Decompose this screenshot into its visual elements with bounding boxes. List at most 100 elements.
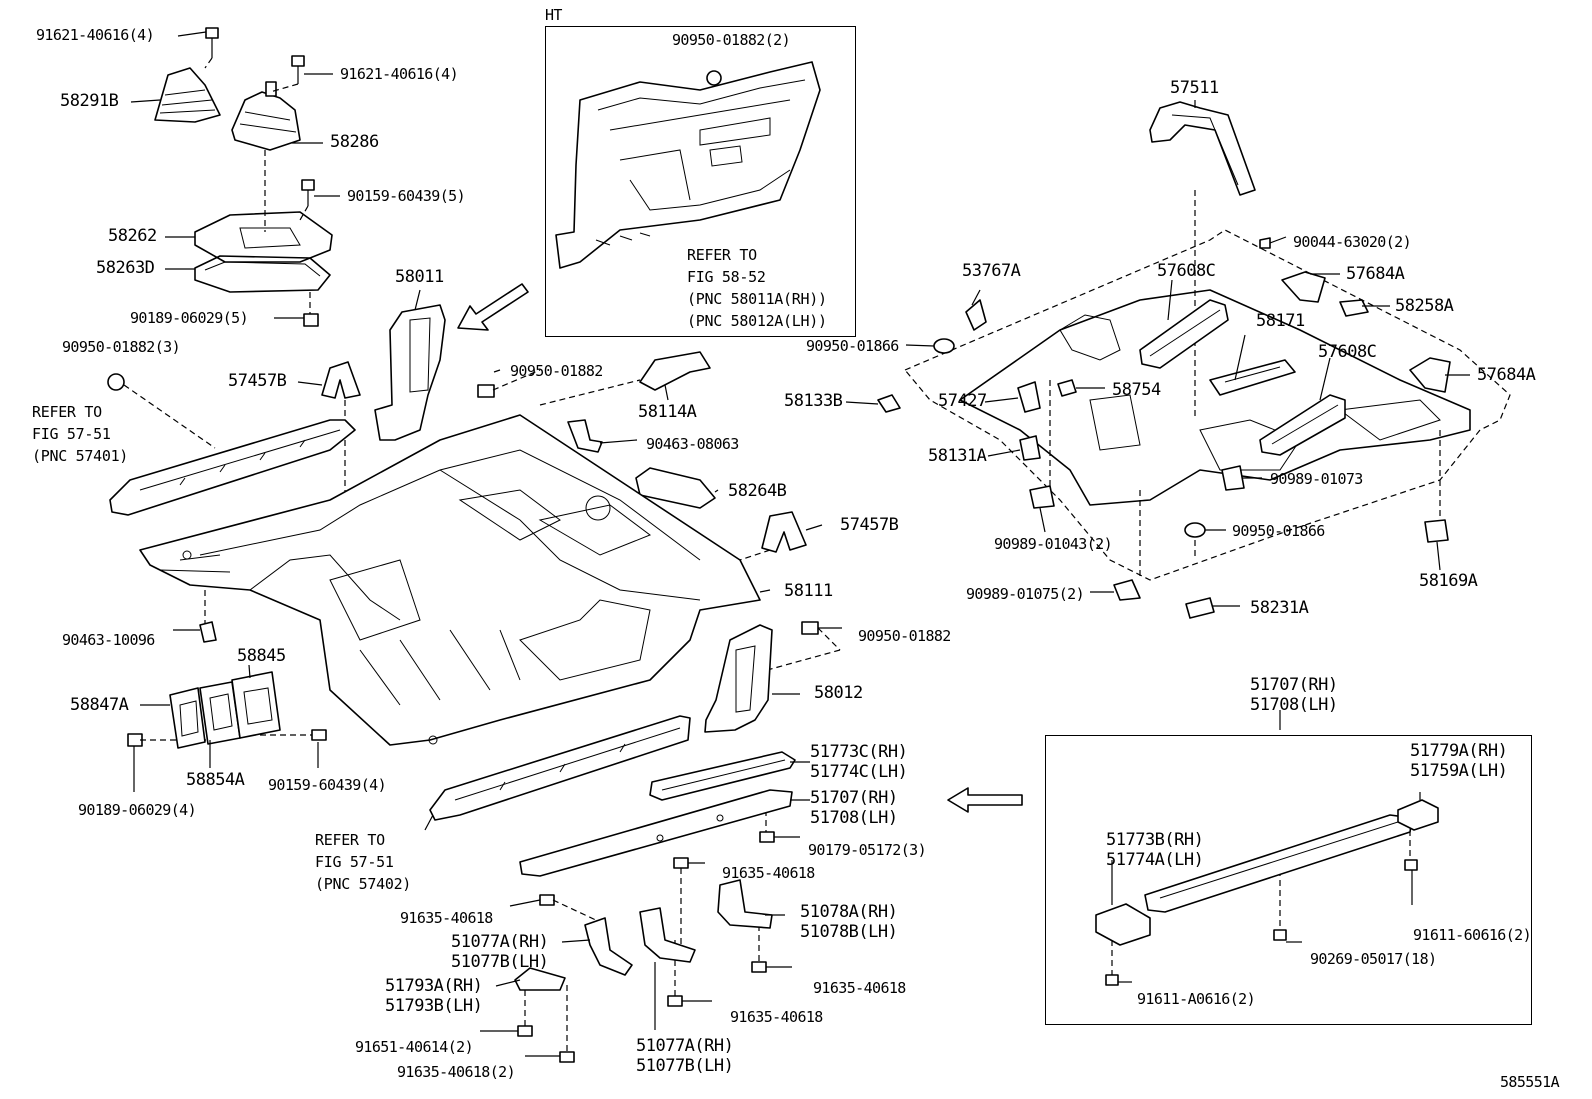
part-58114A	[639, 351, 711, 391]
floor-pan-58111	[139, 414, 761, 746]
bracket-57457B-a	[321, 361, 361, 399]
figure-id: 585551A	[1500, 1073, 1560, 1091]
label-58012: 58012	[814, 683, 863, 703]
label-57457B-a: 57457B	[228, 371, 287, 391]
bracket-51793A	[514, 967, 566, 991]
label-58114A: 58114A	[638, 402, 697, 422]
bracket-51077A-a	[584, 917, 633, 976]
shift-boot-58291B	[154, 67, 221, 123]
member-58171	[1209, 359, 1296, 396]
label-91635-40618-d: 91635-40618	[730, 1008, 823, 1026]
ht-inset-box	[545, 26, 856, 337]
label-58111: 58111	[784, 581, 833, 601]
label-51773C: 51773C(RH)	[810, 742, 908, 762]
clip-90463-10096	[199, 621, 217, 643]
label-91651-40614: 91651-40614(2)	[355, 1038, 474, 1056]
label-90179-05172: 90179-05172(3)	[808, 841, 927, 859]
label-51759A: 51759A(LH)	[1410, 761, 1508, 781]
label-58131A: 58131A	[928, 446, 987, 466]
label-90044-63020: 90044-63020(2)	[1293, 233, 1412, 251]
label-57457B-b: 57457B	[840, 515, 899, 535]
label-90189-06029-a: 90189-06029(5)	[130, 309, 249, 327]
label-58231A: 58231A	[1250, 598, 1309, 618]
label-91635-40618-a: 91635-40618	[722, 864, 815, 882]
plate-58263D	[194, 255, 331, 293]
label-91611-60616: 91611-60616(2)	[1413, 926, 1532, 944]
ref-upper-refer-to: REFER TO	[32, 403, 102, 421]
scuff-plate-51773C	[649, 751, 796, 801]
step-inset-drawing	[1095, 799, 1439, 986]
label-51078A: 51078A(RH)	[800, 902, 898, 922]
rear-floor-outline	[904, 229, 1511, 581]
label-58263D: 58263D	[96, 258, 155, 278]
crossmember-57511	[1149, 101, 1256, 196]
label-57511: 57511	[1170, 78, 1219, 98]
label-58854A: 58854A	[186, 770, 245, 790]
ht-refer-to: REFER TO	[687, 246, 757, 264]
label-91635-40618-b: 91635-40618	[400, 909, 493, 927]
label-91635-40618-e: 91635-40618(2)	[397, 1063, 516, 1081]
label-58133B: 58133B	[784, 391, 843, 411]
rocker-panel-upper	[109, 419, 356, 516]
plate-58262	[194, 211, 333, 263]
bracket-53767A	[965, 299, 987, 331]
label-90159-60439-a: 90159-60439(5)	[347, 187, 466, 205]
ref-upper-pnc: (PNC 57401)	[32, 447, 129, 465]
label-51793B: 51793B(LH)	[385, 996, 483, 1016]
label-57427: 57427	[938, 391, 987, 411]
label-91635-40618-c: 91635-40618	[813, 979, 906, 997]
label-90950-01882-c: 90950-01882	[858, 627, 951, 645]
label-58011: 58011	[395, 267, 444, 287]
ref-lower-pnc: (PNC 57402)	[315, 875, 412, 893]
label-51707: 51707(RH)	[810, 788, 898, 808]
label-90950-01866-a: 90950-01866	[806, 337, 899, 355]
label-58262: 58262	[108, 226, 157, 246]
label-90989-01073: 90989-01073	[1270, 470, 1363, 488]
ref-lower-refer-to: REFER TO	[315, 831, 385, 849]
callout-lines	[130, 31, 1470, 1057]
bracket-57684A-b	[1409, 357, 1451, 393]
label-51793A: 51793A(RH)	[385, 976, 483, 996]
label-51078B: 51078B(LH)	[800, 922, 898, 942]
ref-upper-fig: FIG 57-51	[32, 425, 111, 443]
direction-arrows	[457, 283, 1023, 813]
label-90950-01866-b: 90950-01866	[1232, 522, 1325, 540]
label-58291B: 58291B	[60, 91, 119, 111]
label-53767A: 53767A	[962, 261, 1021, 281]
bracket-51078A	[717, 879, 773, 929]
label-90159-60439-b: 90159-60439(4)	[268, 776, 387, 794]
ht-refer-pnc-rh: (PNC 58011A(RH))	[687, 290, 827, 308]
bracket-57684A-a	[1281, 271, 1326, 303]
label-51773B: 51773B(RH)	[1106, 830, 1204, 850]
label-51077A-b: 51077A(RH)	[636, 1036, 734, 1056]
label-90189-06029-b: 90189-06029(4)	[78, 801, 197, 819]
label-57684A-a: 57684A	[1346, 264, 1405, 284]
side-member-58012	[704, 624, 773, 733]
ref-lower-fig: FIG 57-51	[315, 853, 394, 871]
label-58286: 58286	[330, 132, 379, 152]
insulator-58845	[231, 671, 281, 739]
label-51779A: 51779A(RH)	[1410, 741, 1508, 761]
label-51077B-b: 51077B(LH)	[636, 1056, 734, 1076]
step-title-lh: 51708(LH)	[1250, 695, 1338, 715]
ht-refer-fig: FIG 58-52	[687, 268, 766, 286]
member-57608C-a	[1139, 299, 1229, 369]
insulator-58847A	[169, 687, 206, 749]
step-51707	[519, 789, 793, 877]
label-58264B: 58264B	[728, 481, 787, 501]
ht-inset-title: HT	[545, 6, 562, 24]
step-title-rh: 51707(RH)	[1250, 675, 1338, 695]
member-57608C-b	[1259, 394, 1346, 456]
rocker-panel-lower	[429, 715, 691, 821]
label-51774C: 51774C(LH)	[810, 762, 908, 782]
ht-panel-drawing	[555, 61, 821, 269]
label-90950-01882-b: 90950-01882	[510, 362, 603, 380]
label-90463-10096: 90463-10096	[62, 631, 155, 649]
shift-boot-58286	[231, 81, 301, 151]
label-58171: 58171	[1256, 311, 1305, 331]
label-51077A-a: 51077A(RH)	[451, 932, 549, 952]
clip-58258A	[1339, 299, 1369, 317]
bracket-57457B-b	[761, 511, 807, 553]
